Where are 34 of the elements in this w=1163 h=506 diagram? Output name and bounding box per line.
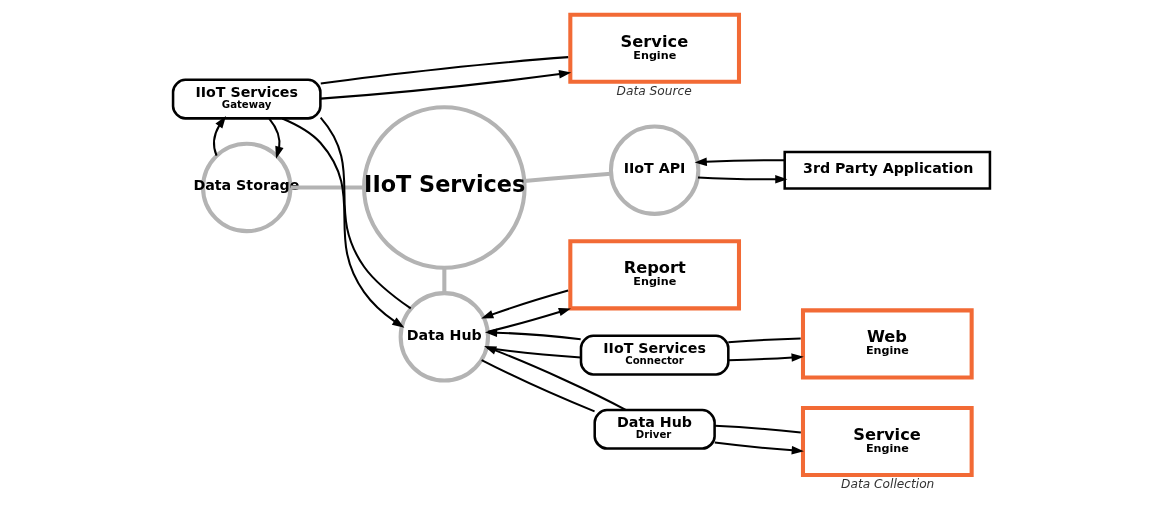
node-box: IIoT Services Connector xyxy=(579,334,730,376)
node-box: IIoT Services Gateway xyxy=(171,78,322,120)
connector xyxy=(320,56,569,85)
node-circle: IIoT API xyxy=(608,124,701,216)
node-box: Report Engine xyxy=(568,239,741,311)
arrow xyxy=(481,289,569,319)
connector xyxy=(714,424,801,434)
connector xyxy=(290,185,364,190)
node-circle: Data Hub xyxy=(398,291,491,383)
arrow xyxy=(484,346,627,411)
connector xyxy=(319,117,412,310)
node-circle: IIoT Services xyxy=(362,105,527,270)
arrow xyxy=(213,116,226,157)
arrow xyxy=(728,353,804,362)
node-box: Service Engine xyxy=(800,405,974,478)
arrow xyxy=(281,117,405,328)
node-box: Service Engine xyxy=(568,12,741,84)
connector xyxy=(486,346,581,359)
node-label: Data Collection xyxy=(841,476,935,491)
arrow xyxy=(487,307,571,333)
arrow xyxy=(694,157,785,167)
connector xyxy=(481,359,595,413)
node-box: 3rd Party Application xyxy=(783,150,992,190)
connector xyxy=(728,337,801,344)
arrow xyxy=(484,328,581,341)
node-box: Web Engine xyxy=(800,308,974,380)
connector xyxy=(442,267,447,294)
arrow xyxy=(697,175,788,184)
arrow xyxy=(714,441,804,455)
arrow xyxy=(268,117,284,159)
node-label: Data Source xyxy=(616,83,692,98)
connector xyxy=(524,171,611,183)
arrow xyxy=(320,69,572,100)
node-box: Data Hub Driver xyxy=(593,408,716,450)
